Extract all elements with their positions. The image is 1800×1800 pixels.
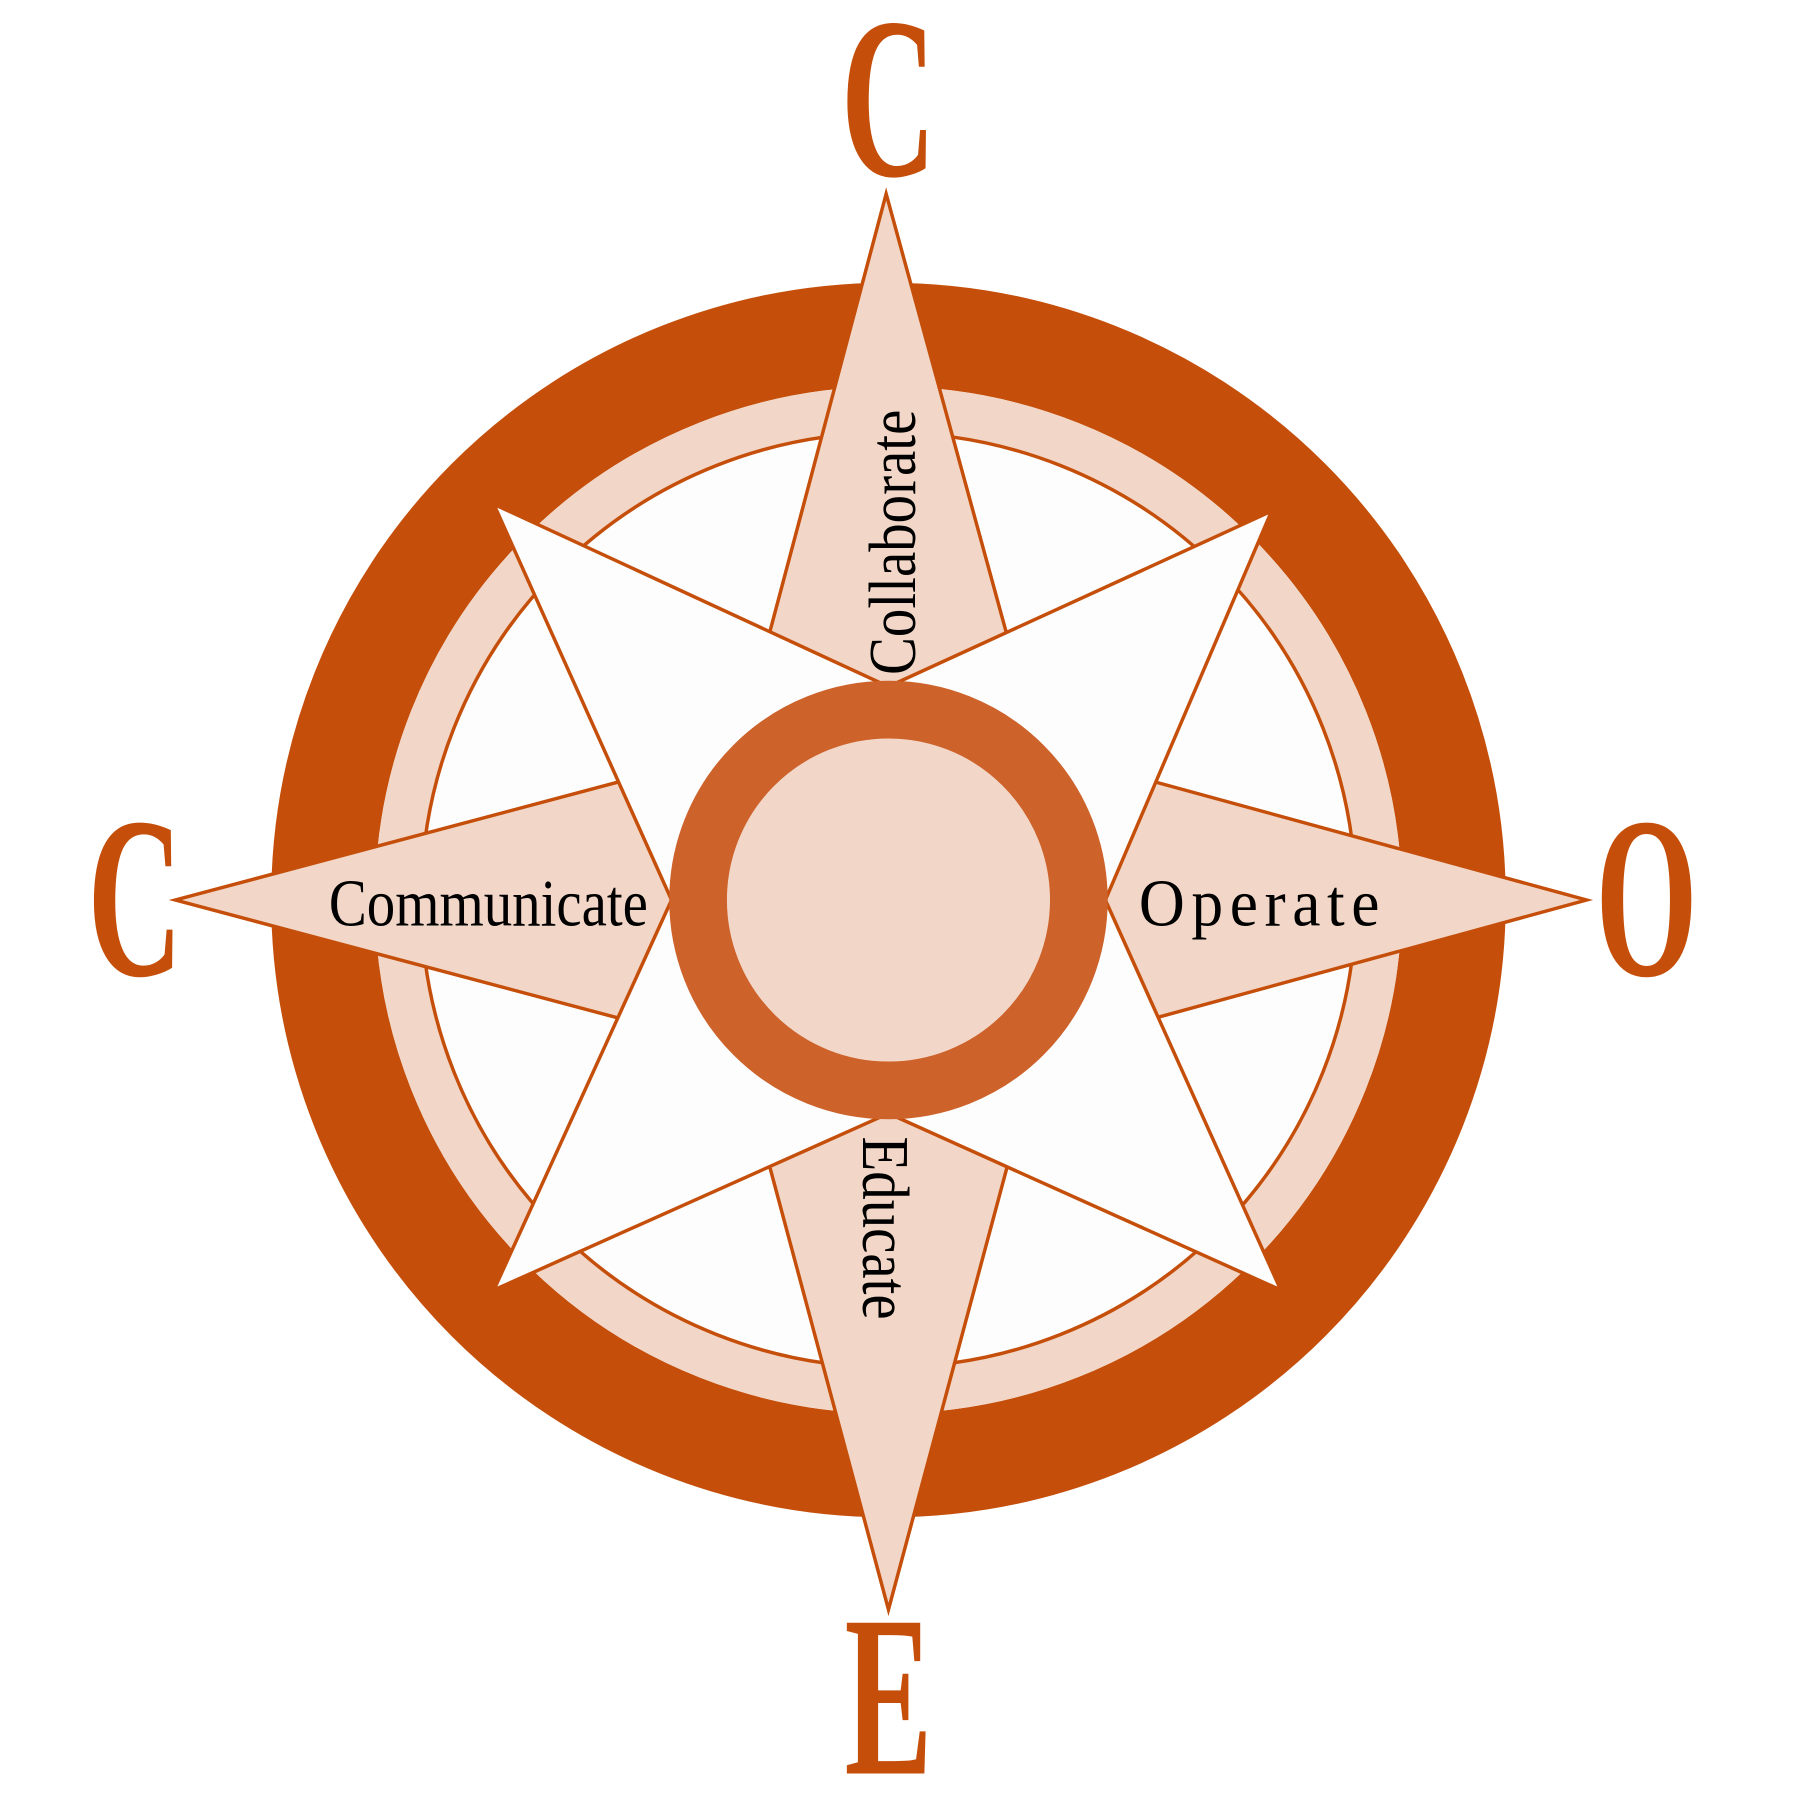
label-collaborate: Collaborate: [857, 410, 930, 675]
letter-north: C: [841, 0, 936, 226]
letter-east: O: [1595, 770, 1697, 1025]
label-educate: Educate: [848, 1137, 921, 1320]
letter-west: C: [88, 770, 183, 1025]
hub-ring: [669, 680, 1108, 1120]
label-operate: Operate: [1139, 867, 1386, 941]
label-communicate: Communicate: [329, 867, 648, 940]
letter-south: E: [845, 1568, 933, 1800]
